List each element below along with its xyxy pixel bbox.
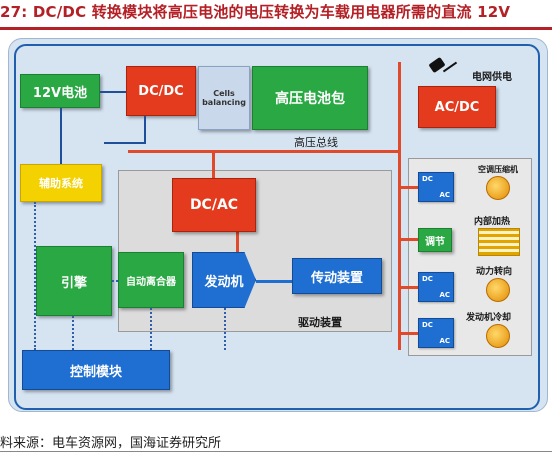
- heater-coil-icon: [478, 228, 520, 256]
- ctrl-line-aux: [34, 202, 36, 350]
- engine-cooling-converter: DC AC: [418, 318, 454, 348]
- ctrl-line-h: [112, 280, 118, 282]
- branch-4: [398, 332, 418, 335]
- clutch-box: 自动离合器: [118, 252, 184, 308]
- ac-compressor-label: 空调压缩机: [478, 165, 518, 174]
- hv-bus-vertical: [398, 62, 401, 350]
- dcac-box: DC/AC: [172, 178, 256, 232]
- hv-bus-line: [128, 150, 400, 153]
- diagram-inner-border: [14, 44, 540, 410]
- conv4-top: DC: [422, 321, 433, 329]
- engine-cooling-label: 发动机冷却: [466, 313, 512, 323]
- hv-pack-box: 高压电池包: [252, 66, 368, 130]
- battery-12v-box: 12V电池: [20, 74, 100, 108]
- conv3-bottom: AC: [439, 291, 450, 299]
- hv-bus-label: 高压总线: [294, 136, 338, 149]
- figure-title: 27: DC/DC 转换模块将高压电池的电压转换为车载用电器所需的直流 12V: [0, 3, 511, 21]
- power-steering-label: 动力转向: [476, 267, 513, 277]
- ac-compressor-motor-icon: [486, 176, 510, 200]
- cell-balancing-label: Cells balancing: [202, 89, 246, 107]
- control-module-box: 控制模块: [22, 350, 170, 390]
- conv1-top: DC: [422, 175, 433, 183]
- conv3-top: DC: [422, 275, 433, 283]
- cell-balancing-box: Cells balancing: [198, 66, 250, 130]
- power-steering-converter: DC AC: [418, 272, 454, 302]
- internal-heating-label: 内部加热: [474, 217, 511, 227]
- link-dcdc-aux: [104, 142, 144, 144]
- grid-power-label: 电网供电: [472, 72, 512, 83]
- link-12v-dcdc: [100, 91, 126, 93]
- footer-rule: [0, 451, 552, 452]
- engine-cooling-motor-icon: [486, 324, 510, 348]
- branch-3: [398, 286, 418, 289]
- power-steering-motor-icon: [486, 278, 510, 302]
- dcac-feed: [212, 150, 215, 178]
- aux-system-box: 辅助系统: [20, 164, 102, 202]
- dcac-motor-link: [236, 232, 239, 260]
- link-motor-transmission: [256, 280, 292, 283]
- dcdc-box: DC/DC: [126, 66, 196, 116]
- transmission-box: 传动装置: [292, 258, 382, 294]
- branch-1: [398, 186, 418, 189]
- conv4-bottom: AC: [439, 337, 450, 345]
- acdc-box: AC/DC: [418, 86, 496, 128]
- heater-regulator-box: 调节: [418, 228, 452, 252]
- link-12v-aux: [60, 108, 62, 164]
- ac-compressor-converter: DC AC: [418, 172, 454, 202]
- drive-unit-label: 驱动装置: [298, 316, 342, 329]
- engine-box: 引擎: [36, 246, 112, 316]
- ctrl-line-motor: [224, 308, 226, 350]
- conv1-bottom: AC: [439, 191, 450, 199]
- ctrl-line-engine: [72, 316, 74, 350]
- motor-box: 发动机: [192, 252, 256, 308]
- title-rule: [0, 27, 552, 30]
- ctrl-line-clutch: [150, 308, 152, 350]
- link-dcdc-down: [144, 116, 146, 144]
- source-note: 料来源：电车资源网，国海证券研究所: [0, 436, 222, 451]
- branch-2: [398, 238, 418, 241]
